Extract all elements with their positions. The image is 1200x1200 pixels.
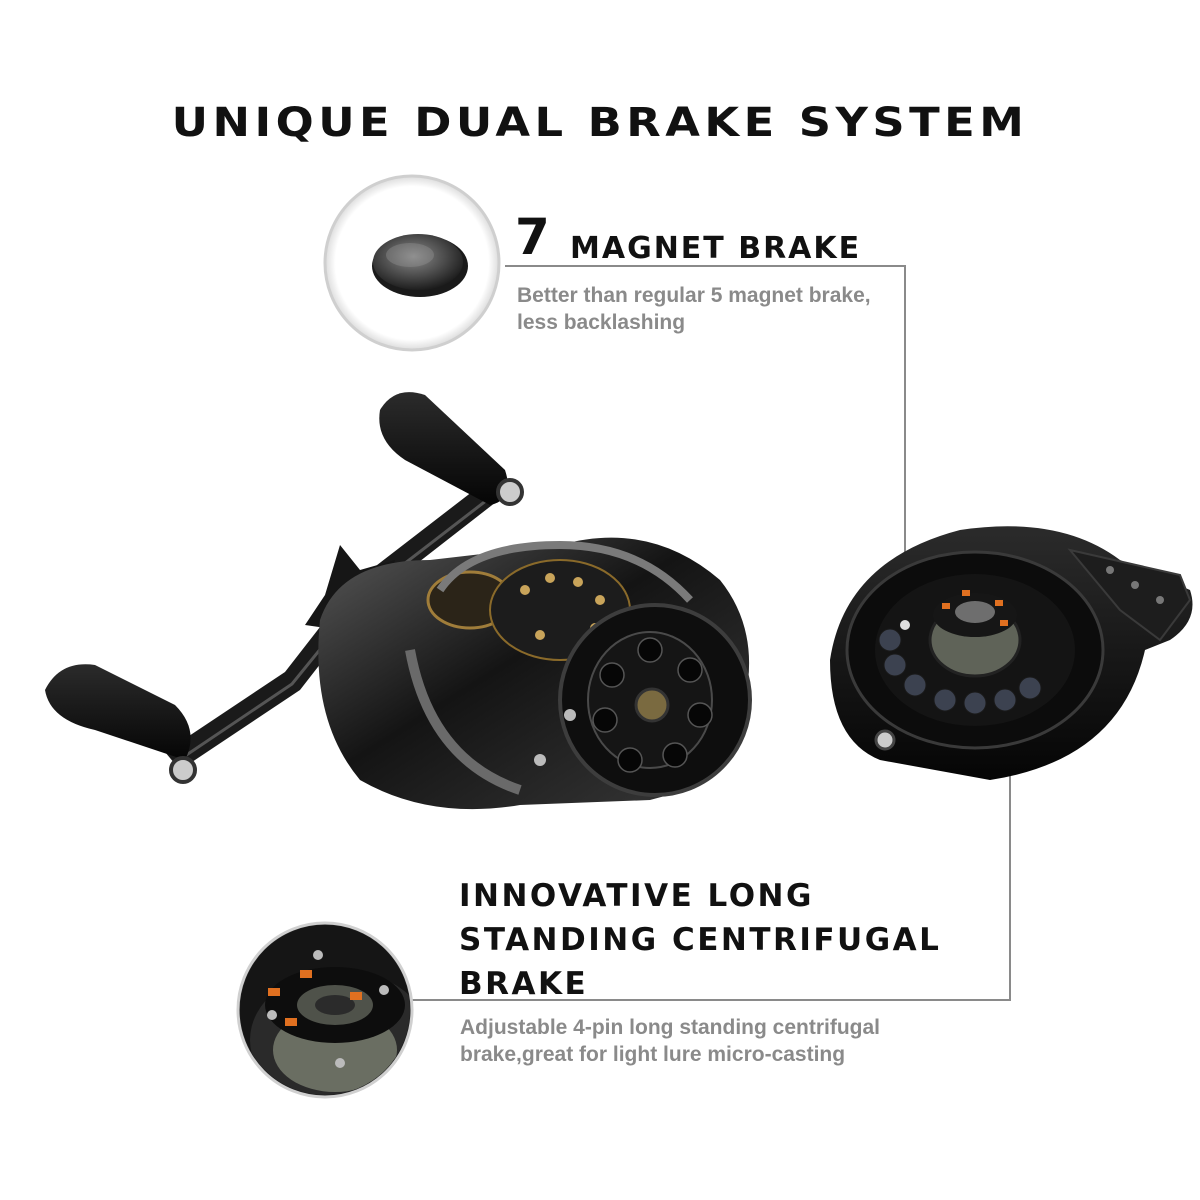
magnet-disc-image <box>323 174 501 352</box>
page-title: UNIQUE DUAL BRAKE SYSTEM <box>171 100 1029 146</box>
brake-side-plate-image <box>830 526 1193 780</box>
centrifugal-brake-description: Adjustable 4-pin long standing centrifug… <box>460 1016 881 1067</box>
magnet-brake-description: Better than regular 5 magnet brake, less… <box>517 284 871 335</box>
baitcasting-reel-image <box>45 392 752 810</box>
centrifugal-title-line-3: BRAKE <box>459 966 589 1002</box>
centrifugal-brake-title: INNOVATIVE LONG STANDING CENTRIFUGAL BRA… <box>459 874 1019 1006</box>
magnet-brake-title: MAGNET BRAKE <box>570 231 862 266</box>
centrifugal-title-line-2: STANDING CENTRIFUGAL <box>459 922 942 958</box>
handle-knob-top <box>379 392 524 506</box>
handle-knob-bottom <box>45 664 197 784</box>
centrifugal-title-line-1: INNOVATIVE LONG <box>459 878 814 914</box>
magnet-count: 7 <box>515 208 550 266</box>
magnet-connector-line <box>505 265 906 615</box>
centrifugal-closeup-image <box>236 921 414 1099</box>
